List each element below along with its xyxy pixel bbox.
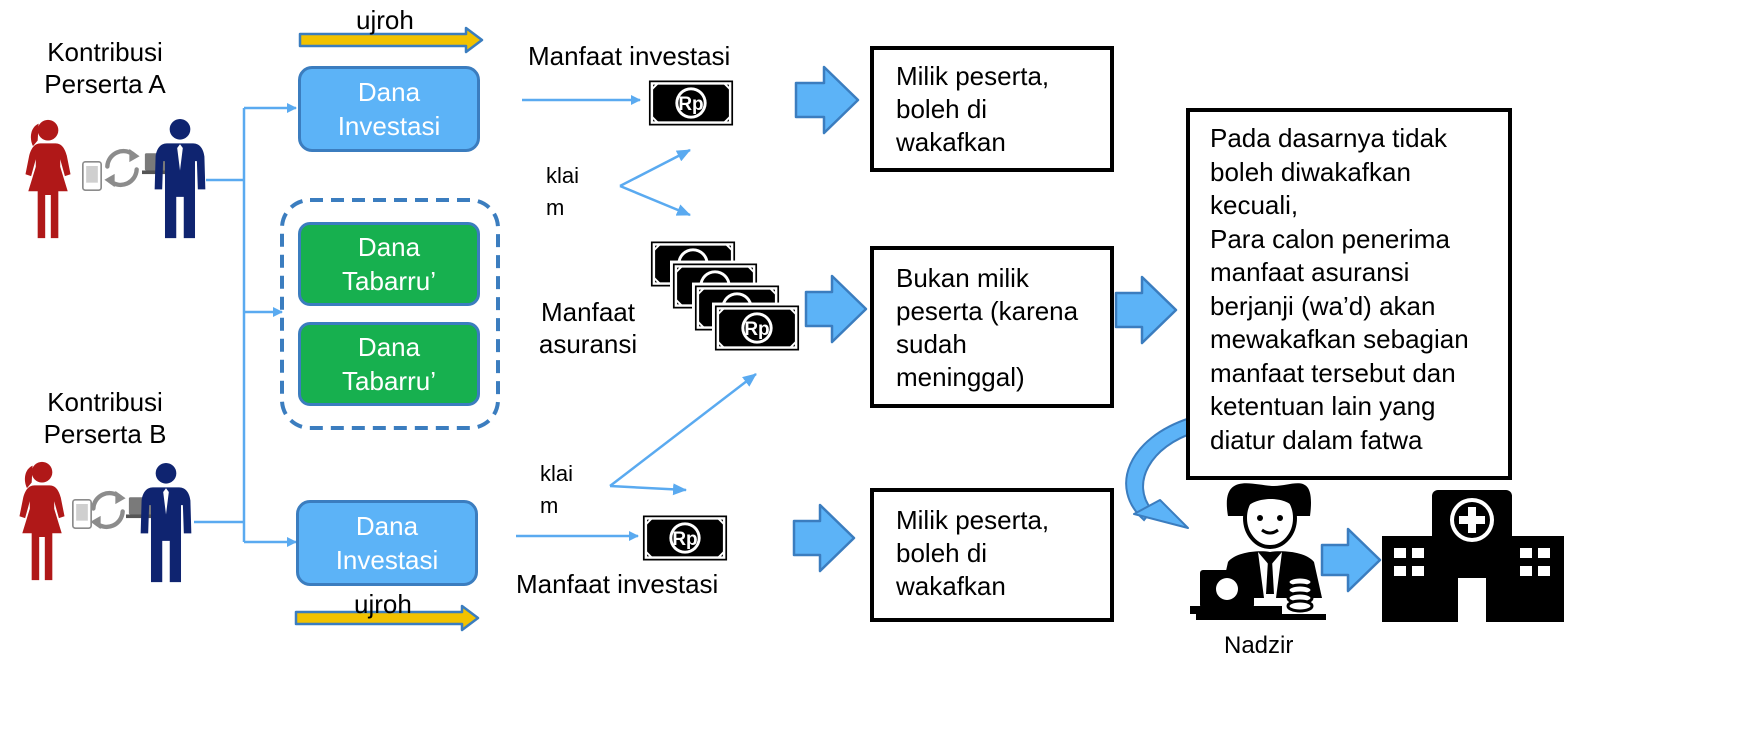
investment-benefit-label-top: Manfaat investasi <box>528 41 731 71</box>
curved-arrow-icon <box>1125 416 1198 529</box>
hospital-icon <box>1382 490 1564 622</box>
block-arrow-icon-nadzir <box>1320 527 1382 593</box>
fund-box-tabarru-2: Dana Tabarru’ <box>298 322 480 406</box>
claim-label-top: klai m <box>546 163 580 220</box>
exchange-arrows-icon-a <box>104 149 139 187</box>
currency-label-stack: Rp <box>744 319 769 340</box>
fatwa-note-box: Pada dasarnya tidak boleh diwakafkan kec… <box>1186 108 1512 480</box>
person-woman-icon-a <box>25 119 71 239</box>
ownership-box-middle: Bukan milik peserta (karena sudah mening… <box>870 246 1114 408</box>
nadzir-icon <box>1190 483 1326 620</box>
fund-box-investment-bottom: Dana Investasi <box>296 500 478 586</box>
insurance-benefit-label: Manfaat asuransi <box>538 297 638 359</box>
ujroh-label-top: ujroh <box>356 5 414 35</box>
benefit-flow-lines <box>516 95 641 541</box>
ownership-box-top: Milik peserta, boleh di wakafkan <box>870 46 1114 172</box>
claim-arrows-top <box>619 148 691 217</box>
contributor-label-b: Kontribusi Perserta B <box>43 387 167 449</box>
fund-box-tabarru-1: Dana Tabarru’ <box>298 222 480 306</box>
claim-arrows-bottom <box>609 373 757 496</box>
contributor-label-a: Kontribusi Perserta A <box>44 37 166 99</box>
block-arrow-icon-note <box>1114 275 1178 345</box>
currency-label-bottom: Rp <box>672 529 697 550</box>
currency-label-top: Rp <box>678 94 703 115</box>
nadzir-label: Nadzir <box>1224 632 1294 659</box>
investment-benefit-label-bottom: Manfaat investasi <box>516 569 719 599</box>
person-man-icon-b <box>140 462 192 583</box>
contribution-flow-lines <box>194 103 297 547</box>
ujroh-label-bottom: ujroh <box>354 589 412 619</box>
ujroh-arrow-top <box>298 26 484 54</box>
phone-icon-b <box>72 498 92 530</box>
person-woman-icon-b <box>19 461 65 581</box>
person-man-icon-a <box>154 118 206 239</box>
block-arrow-icon-bottom <box>792 503 856 573</box>
fund-box-investment-top: Dana Investasi <box>298 66 480 152</box>
ownership-box-bottom: Milik peserta, boleh di wakafkan <box>870 488 1114 622</box>
claim-label-bottom: klai m <box>540 461 574 518</box>
banknote-stack-icon <box>648 238 802 354</box>
exchange-arrows-icon-b <box>90 491 125 529</box>
block-arrow-icon-middle <box>804 274 868 344</box>
phone-icon-a <box>82 160 102 192</box>
ujroh-arrow-bottom <box>294 604 480 632</box>
block-arrow-icon-top <box>794 65 860 135</box>
